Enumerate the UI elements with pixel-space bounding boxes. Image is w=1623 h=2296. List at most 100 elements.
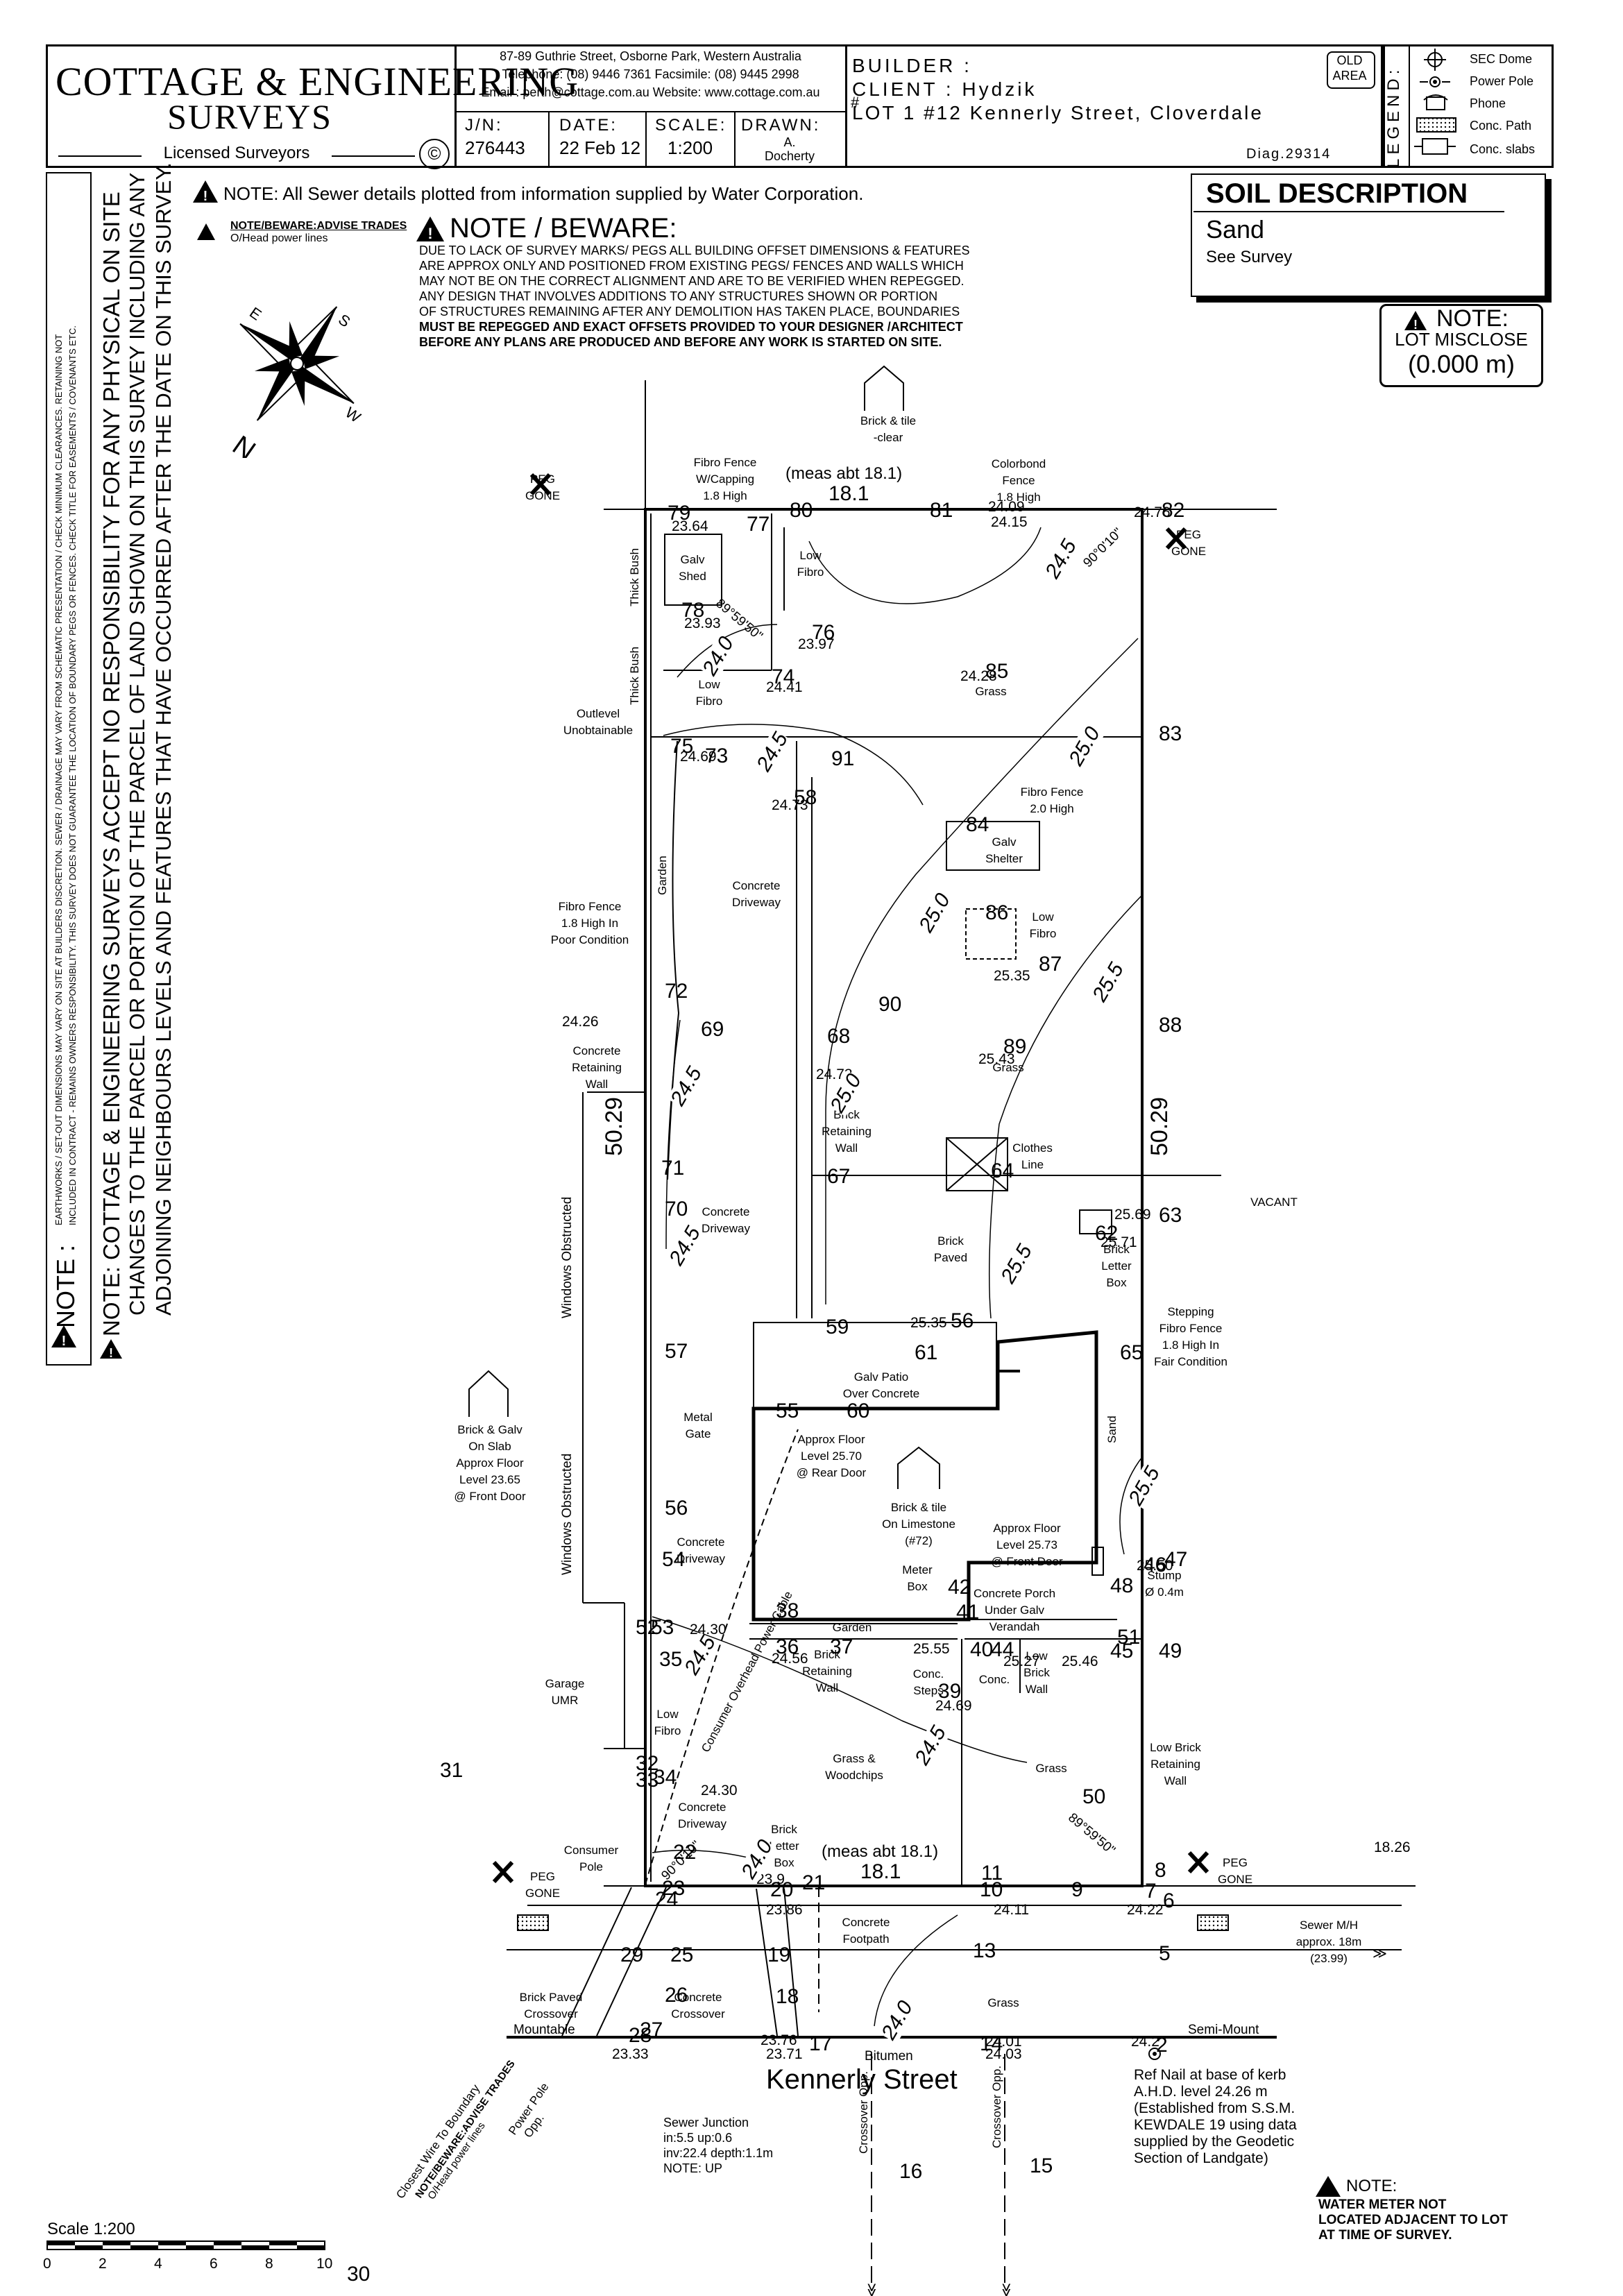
drawn-label: DRAWN:: [741, 116, 821, 135]
point-number: 56: [951, 1309, 974, 1332]
spot-level: 24.03: [985, 2046, 1022, 2062]
point-number: 28: [629, 2024, 652, 2047]
feature-label: Meter: [902, 1563, 933, 1576]
feature-label: GONE: [1217, 1873, 1253, 1886]
feature-label: Low: [698, 678, 720, 691]
misclose-value: (0.000 m): [1407, 350, 1515, 378]
beware-line-2: ARE APPROX ONLY AND POSITIONED FROM EXIS…: [419, 259, 964, 273]
ref-nail-2: A.H.D. level 24.26 m: [1134, 2084, 1268, 2100]
feature-label: Grass: [975, 685, 1007, 698]
dim-right: 50.29: [1146, 1096, 1173, 1156]
spot-level: 24.69: [680, 749, 717, 765]
beware-title: NOTE / BEWARE:: [450, 213, 677, 244]
feature-label: Line: [1021, 1158, 1044, 1171]
feature-label: Concrete Porch: [973, 1587, 1056, 1600]
point-number: 30: [347, 2263, 371, 2286]
advise-overhead: O/Head power lines: [230, 232, 328, 244]
dim-bottom: 18.1: [860, 1860, 901, 1883]
point-number: 8: [1155, 1859, 1166, 1882]
old-area-1: OLD: [1336, 53, 1363, 67]
point-number: 50: [1082, 1785, 1106, 1808]
feature-label: Concrete: [732, 879, 781, 892]
point-number: 81: [930, 499, 953, 522]
feature-label: PEG: [530, 1870, 555, 1883]
point-number: 16: [899, 2160, 923, 2183]
point-number: 56: [665, 1497, 688, 1520]
feature-label: Paved: [933, 1251, 968, 1264]
spot-level: 24.15: [991, 514, 1028, 530]
feature-label: Sewer M/H: [1299, 1919, 1359, 1932]
point-number: 84: [966, 813, 989, 836]
point-number: 58: [794, 786, 817, 809]
point-number: 27: [640, 2018, 663, 2041]
point-number: 2: [1156, 2034, 1168, 2057]
water-meter-title: NOTE:: [1346, 2177, 1397, 2195]
side-warning-icon-1: !: [51, 1325, 76, 1349]
feature-label: @ Front Door: [454, 1490, 526, 1503]
spot-level: 24.69: [935, 1698, 972, 1714]
point-number: 86: [985, 901, 1009, 924]
scale-tick-8: 8: [265, 2256, 273, 2272]
feature-label: Wall: [1025, 1683, 1048, 1696]
point-number: 76: [812, 621, 835, 644]
beware-line-4: ANY DESIGN THAT INVOLVES ADDITIONS TO AN…: [419, 289, 938, 303]
point-number: 47: [1164, 1548, 1188, 1571]
builder-line: BUILDER :: [852, 55, 972, 76]
warning-icon-beware: !: [416, 216, 444, 242]
feature-label: On Slab: [468, 1440, 511, 1453]
scale-bar: [46, 2240, 325, 2250]
feature-label: Fibro: [1029, 927, 1057, 940]
feature-label: Driveway: [702, 1222, 750, 1235]
feature-label: @ Rear Door: [796, 1466, 867, 1479]
sewer-junction-1: Sewer Junction: [663, 2116, 749, 2129]
feature-label: Concrete: [674, 1991, 722, 2004]
point-number: 68: [827, 1025, 851, 1048]
point-number: 87: [1039, 953, 1062, 976]
point-number: 85: [985, 660, 1009, 683]
svg-text:!: !: [427, 225, 432, 242]
old-area-box: [1327, 51, 1375, 89]
point-number: 38: [776, 1599, 799, 1622]
header-divider-3: [1381, 44, 1383, 168]
feature-label: Grass: [1035, 1762, 1067, 1775]
feature-label: Unobtainable: [563, 724, 634, 737]
point-number: 73: [705, 745, 729, 767]
spot-level: 24.76: [1134, 504, 1171, 520]
feature-label: Gate: [685, 1427, 711, 1440]
point-number: 32: [636, 1752, 659, 1775]
feature-label: Wall: [585, 1078, 609, 1091]
feature-label: Fibro: [695, 695, 723, 708]
jn-cell-rule-1: [548, 111, 550, 168]
diagram-number: Diag.29314: [1246, 146, 1332, 162]
ref-nail-5: supplied by the Geodetic: [1134, 2134, 1295, 2150]
svg-text:!: !: [1413, 318, 1418, 332]
point-number: 22: [673, 1841, 697, 1864]
feature-label: Stump: [1147, 1569, 1182, 1582]
spot-level: 23.9: [756, 1871, 785, 1887]
feature-label: Letter: [769, 1839, 799, 1853]
spot-level: 25.69: [1114, 1207, 1151, 1223]
sewer-note: NOTE: All Sewer details plotted from inf…: [223, 183, 864, 204]
warning-icon-advise: [197, 223, 215, 240]
feature-label: GONE: [1171, 545, 1207, 558]
jn-cell-rule-3: [734, 111, 736, 168]
street-name: Kennerly Street: [766, 2064, 958, 2095]
point-number: 18: [776, 1985, 799, 2008]
misclose-box: [1379, 304, 1543, 387]
feature-label: 1.8 High: [996, 491, 1041, 504]
point-number: 57: [665, 1340, 688, 1363]
north-arrow: N S E W: [227, 304, 364, 458]
spot-level: 24.11: [994, 1902, 1029, 1918]
spot-level: 25.27: [1003, 1653, 1040, 1669]
point-number: 10: [980, 1878, 1003, 1901]
svg-text:≫: ≫: [1373, 1946, 1387, 1962]
ref-nail-4: KEWDALE 19 using data: [1134, 2117, 1297, 2133]
mountable-label: Mountable: [513, 2023, 575, 2037]
point-number: 9: [1071, 1878, 1083, 1901]
feature-label: Shed: [679, 570, 706, 583]
header-divider-2: [845, 44, 847, 168]
bitumen-label: Bitumen: [865, 2049, 913, 2064]
sewer-junction-2: in:5.5 up:0.6: [663, 2131, 733, 2145]
feature-label: Retaining: [572, 1061, 622, 1074]
spot-level: 24.28: [960, 668, 997, 684]
